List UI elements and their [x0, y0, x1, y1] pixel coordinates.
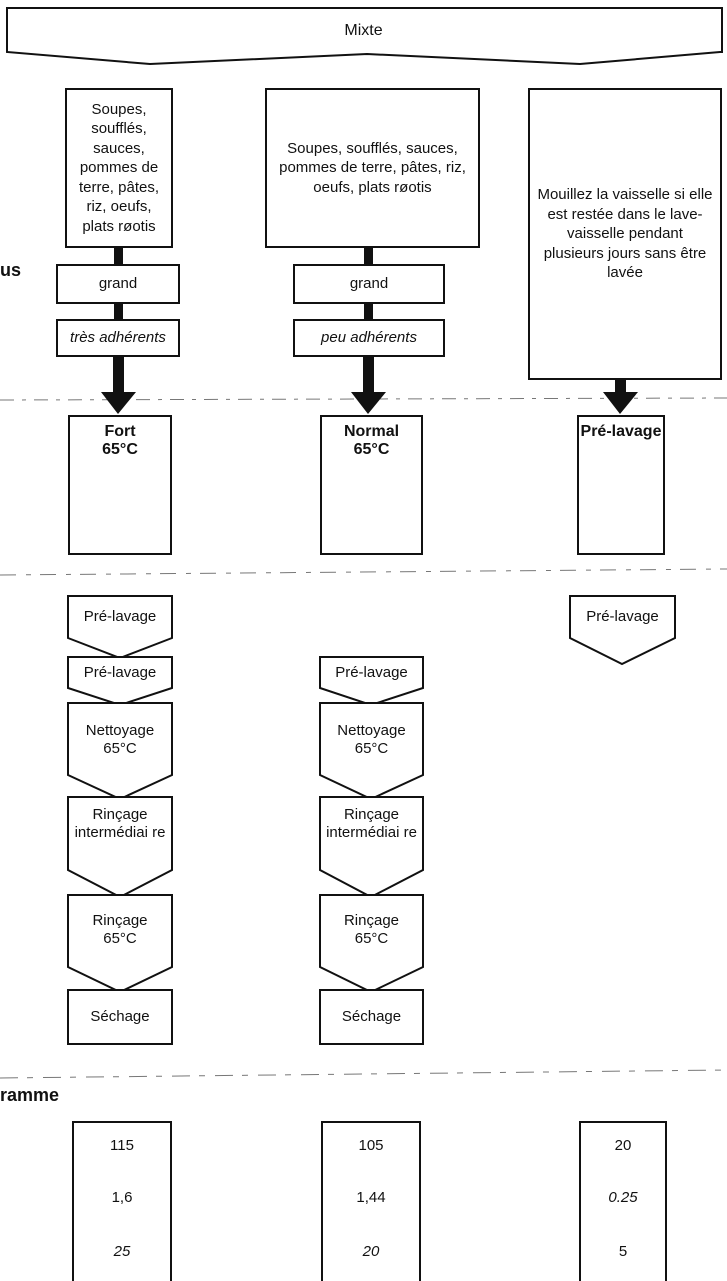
section-label-fragment: us: [0, 260, 22, 280]
result-value: 0.25: [608, 1189, 638, 1206]
step-label: Pré-lavage: [83, 664, 157, 681]
step-label: Rinçage intermédiai re: [326, 806, 417, 841]
instruction-box: Mouillez la vaisselle si elle est restée…: [528, 88, 722, 380]
steps-col2: [319, 656, 424, 1045]
program-box: Pré-lavage: [577, 415, 665, 555]
program-temp: 65°C: [353, 441, 390, 459]
arrow-col3: [603, 392, 638, 414]
food-description-text: Soupes, soufflés, sauces, pommes de terr…: [279, 139, 466, 196]
food-description-box: Soupes, soufflés, sauces, pommes de terr…: [65, 88, 173, 248]
food-description-box: Soupes, soufflés, sauces, pommes de terr…: [265, 88, 480, 248]
step-label: Rinçage 65°C: [343, 912, 400, 947]
program-name: Normal: [343, 423, 400, 440]
adhesion-box: peu adhérents: [293, 319, 445, 357]
result-value: 115: [110, 1137, 134, 1154]
food-description-text: Soupes, soufflés, sauces, pommes de terr…: [78, 100, 160, 235]
steps-col3: [569, 595, 676, 666]
step-label: Nettoyage 65°C: [85, 722, 155, 757]
quantity-text: grand: [349, 275, 389, 293]
step-label: Rinçage 65°C: [92, 912, 148, 947]
adhesion-box: très adhérents: [56, 319, 180, 357]
result-value: 20: [614, 1137, 632, 1154]
adhesion-text: peu adhérents: [321, 329, 417, 347]
results-box: 105 1,44 20: [321, 1121, 421, 1281]
program-name: Fort: [104, 423, 136, 440]
section-label-fragment: ramme: [0, 1085, 60, 1105]
step-label: Nettoyage 65°C: [337, 722, 406, 757]
program-box: Fort 65°C: [68, 415, 172, 555]
result-value: 105: [358, 1137, 384, 1154]
result-value: 5: [618, 1243, 628, 1260]
instruction-text: Mouillez la vaisselle si elle est restée…: [537, 186, 713, 282]
program-temp: 65°C: [102, 441, 138, 459]
steps-col1: [67, 595, 173, 1045]
results-box: 20 0.25 5: [579, 1121, 667, 1281]
quantity-box: grand: [56, 264, 180, 304]
result-value: 20: [362, 1243, 380, 1260]
banner-shape: [6, 7, 723, 66]
quantity-box: grand: [293, 264, 445, 304]
separator-2: [0, 568, 727, 576]
separator-3: [0, 1069, 727, 1079]
result-value: 1,6: [111, 1189, 133, 1206]
result-value: 1,44: [356, 1189, 386, 1206]
adhesion-text: très adhérents: [70, 329, 166, 347]
arrow-col1: [101, 392, 136, 414]
result-value: 25: [113, 1243, 131, 1260]
step-label: Séchage: [90, 1008, 150, 1025]
step-label: Pré-lavage: [335, 664, 408, 681]
banner-title: Mixte: [344, 22, 383, 39]
step-label: Séchage: [341, 1008, 402, 1025]
program-box: Normal 65°C: [320, 415, 423, 555]
step-label: Pré-lavage: [83, 608, 157, 625]
arrow-col2: [351, 392, 386, 414]
quantity-text: grand: [98, 275, 138, 293]
results-box: 115 1,6 25: [72, 1121, 172, 1281]
program-name: Pré-lavage: [580, 423, 662, 440]
step-label: Pré-lavage: [586, 608, 659, 625]
step-label: Rinçage intermédiai re: [74, 806, 166, 841]
